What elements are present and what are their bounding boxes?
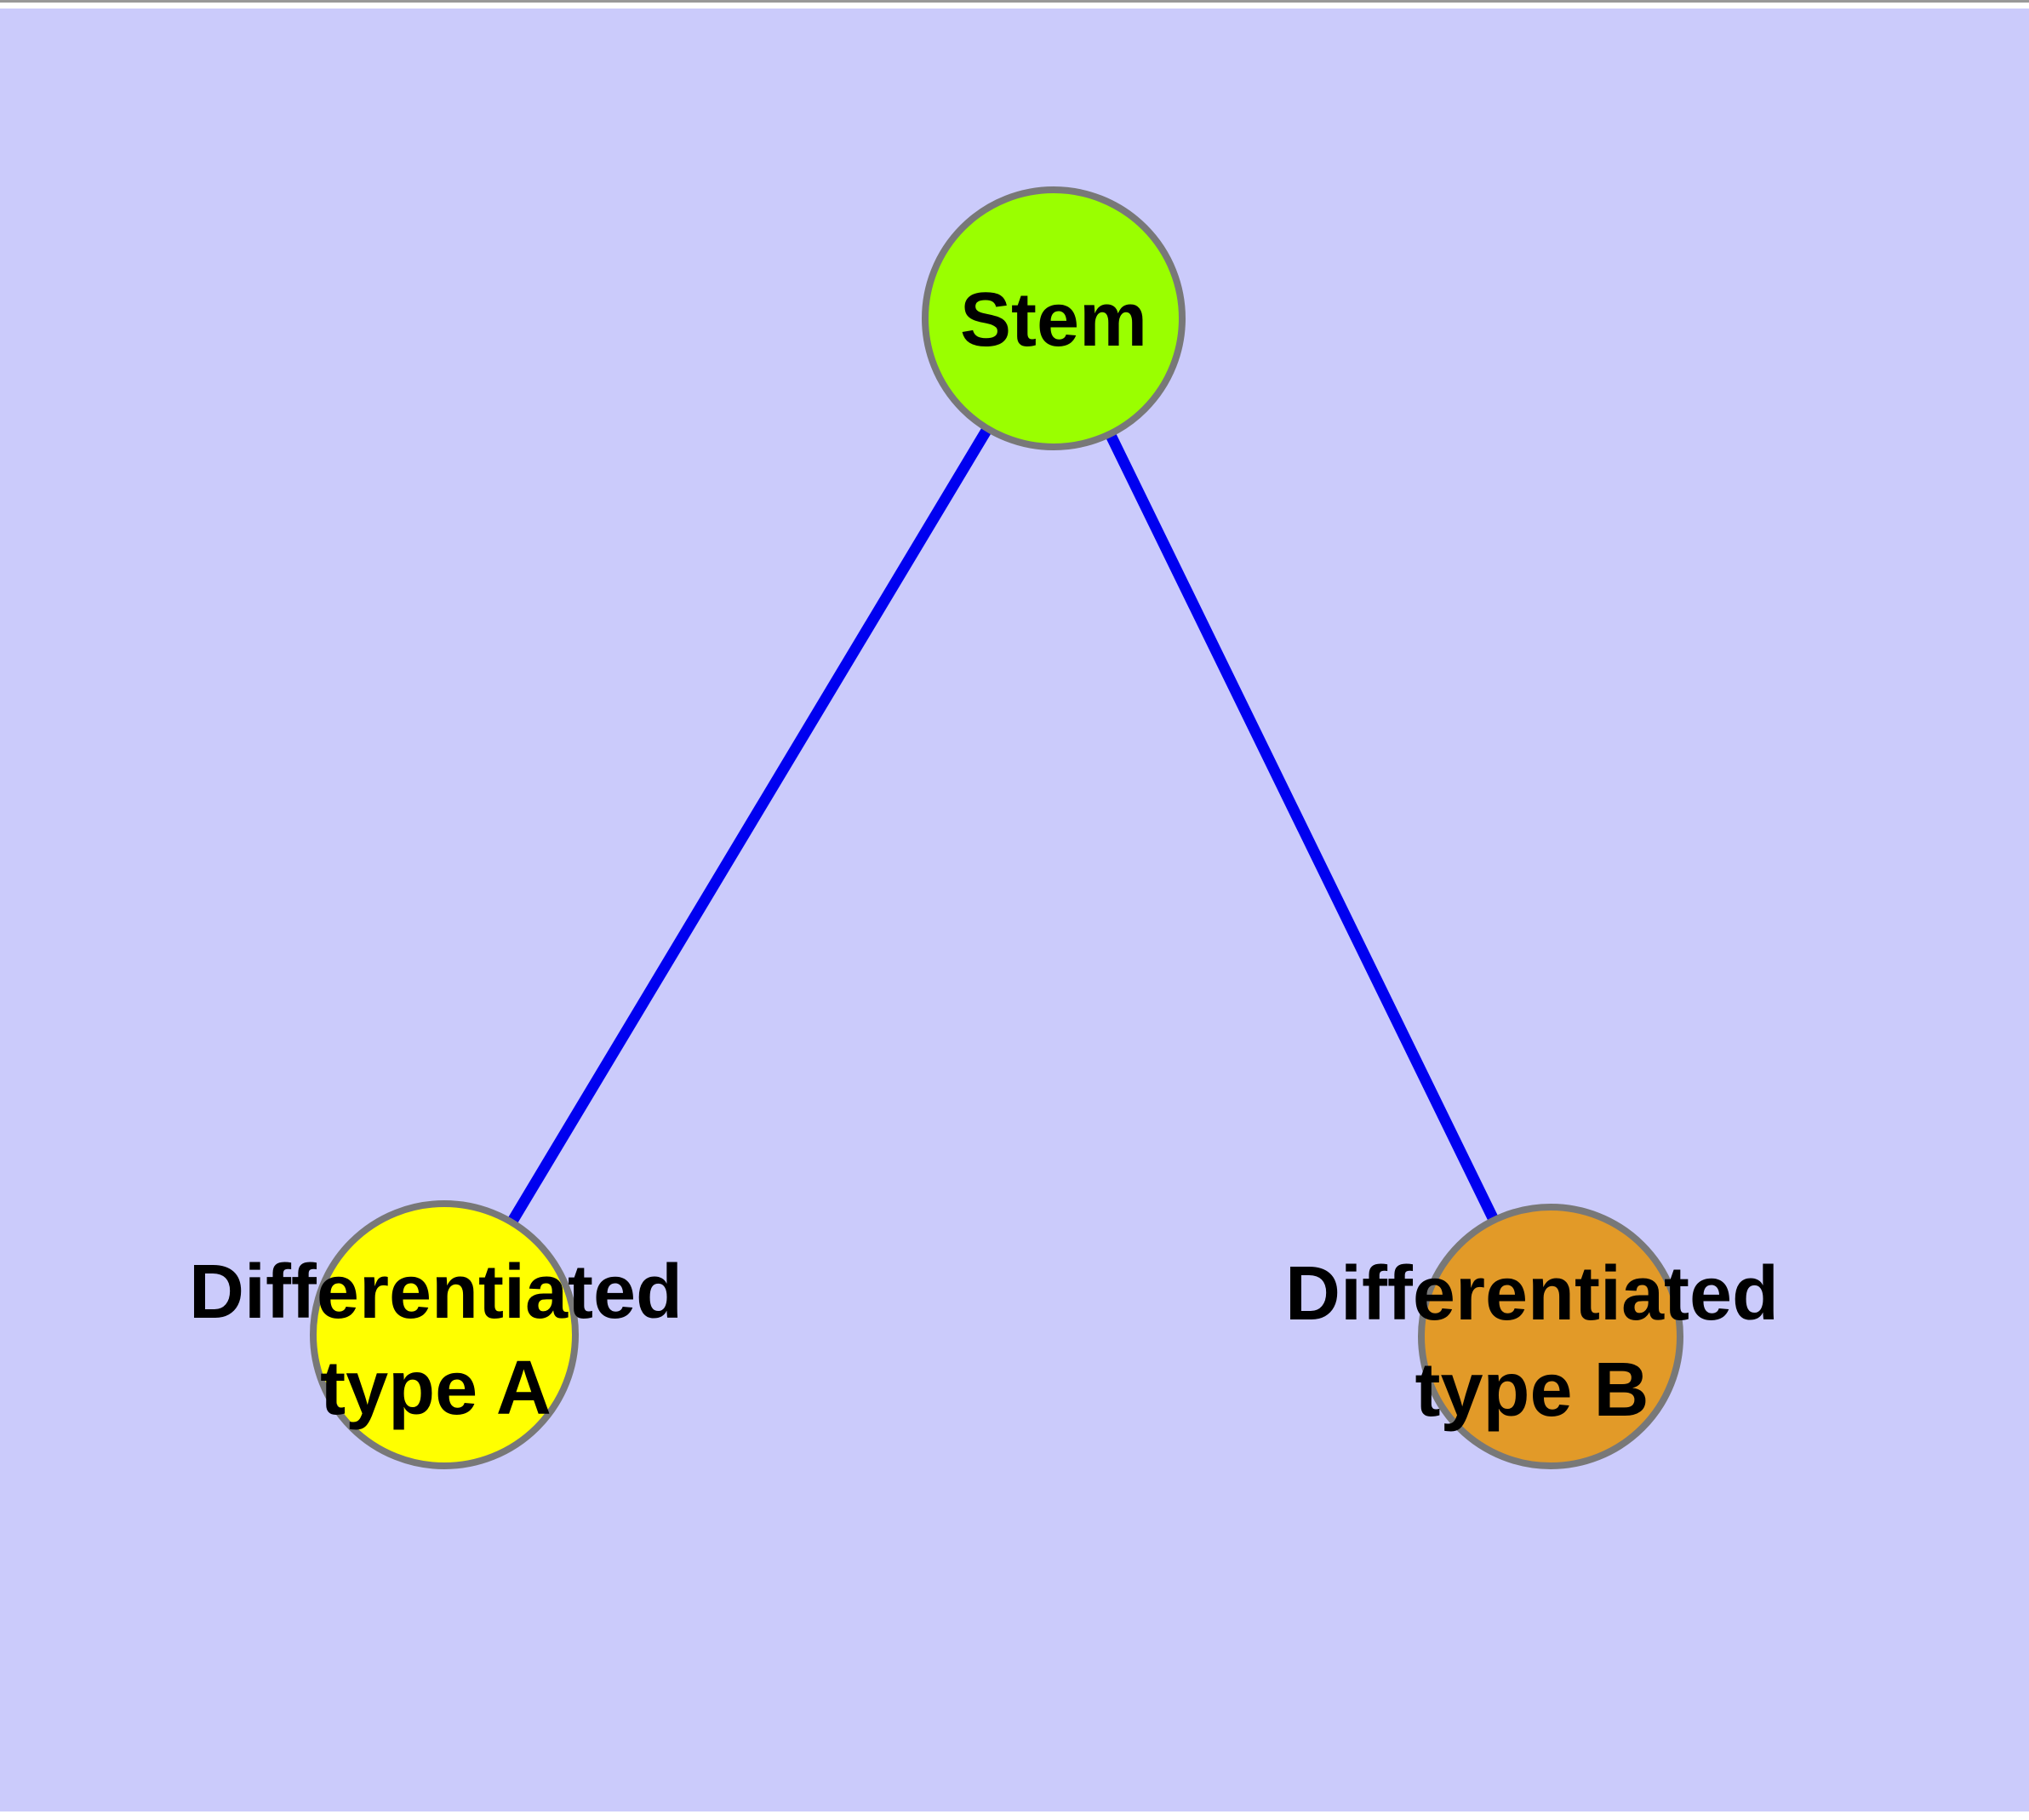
differentiated-type-b-node — [1418, 1204, 1683, 1469]
differentiated-type-b-label-line2: type B — [1415, 1348, 1649, 1433]
differentiated-type-b-label-line1: Differentiated — [1285, 1251, 1779, 1336]
differentiated-type-a-node — [310, 1200, 579, 1469]
edge-stem-to-differentiated-type-a — [439, 315, 1059, 1338]
stem-node-label: Stem — [960, 278, 1147, 363]
differentiated-type-a-label-line2: type A — [320, 1346, 552, 1431]
edge-stem-to-differentiated-type-b — [1049, 316, 1556, 1339]
top-hairline — [0, 0, 2029, 3]
differentiated-type-a-label-line1: Differentiated — [189, 1250, 683, 1335]
stem-node — [922, 186, 1186, 450]
